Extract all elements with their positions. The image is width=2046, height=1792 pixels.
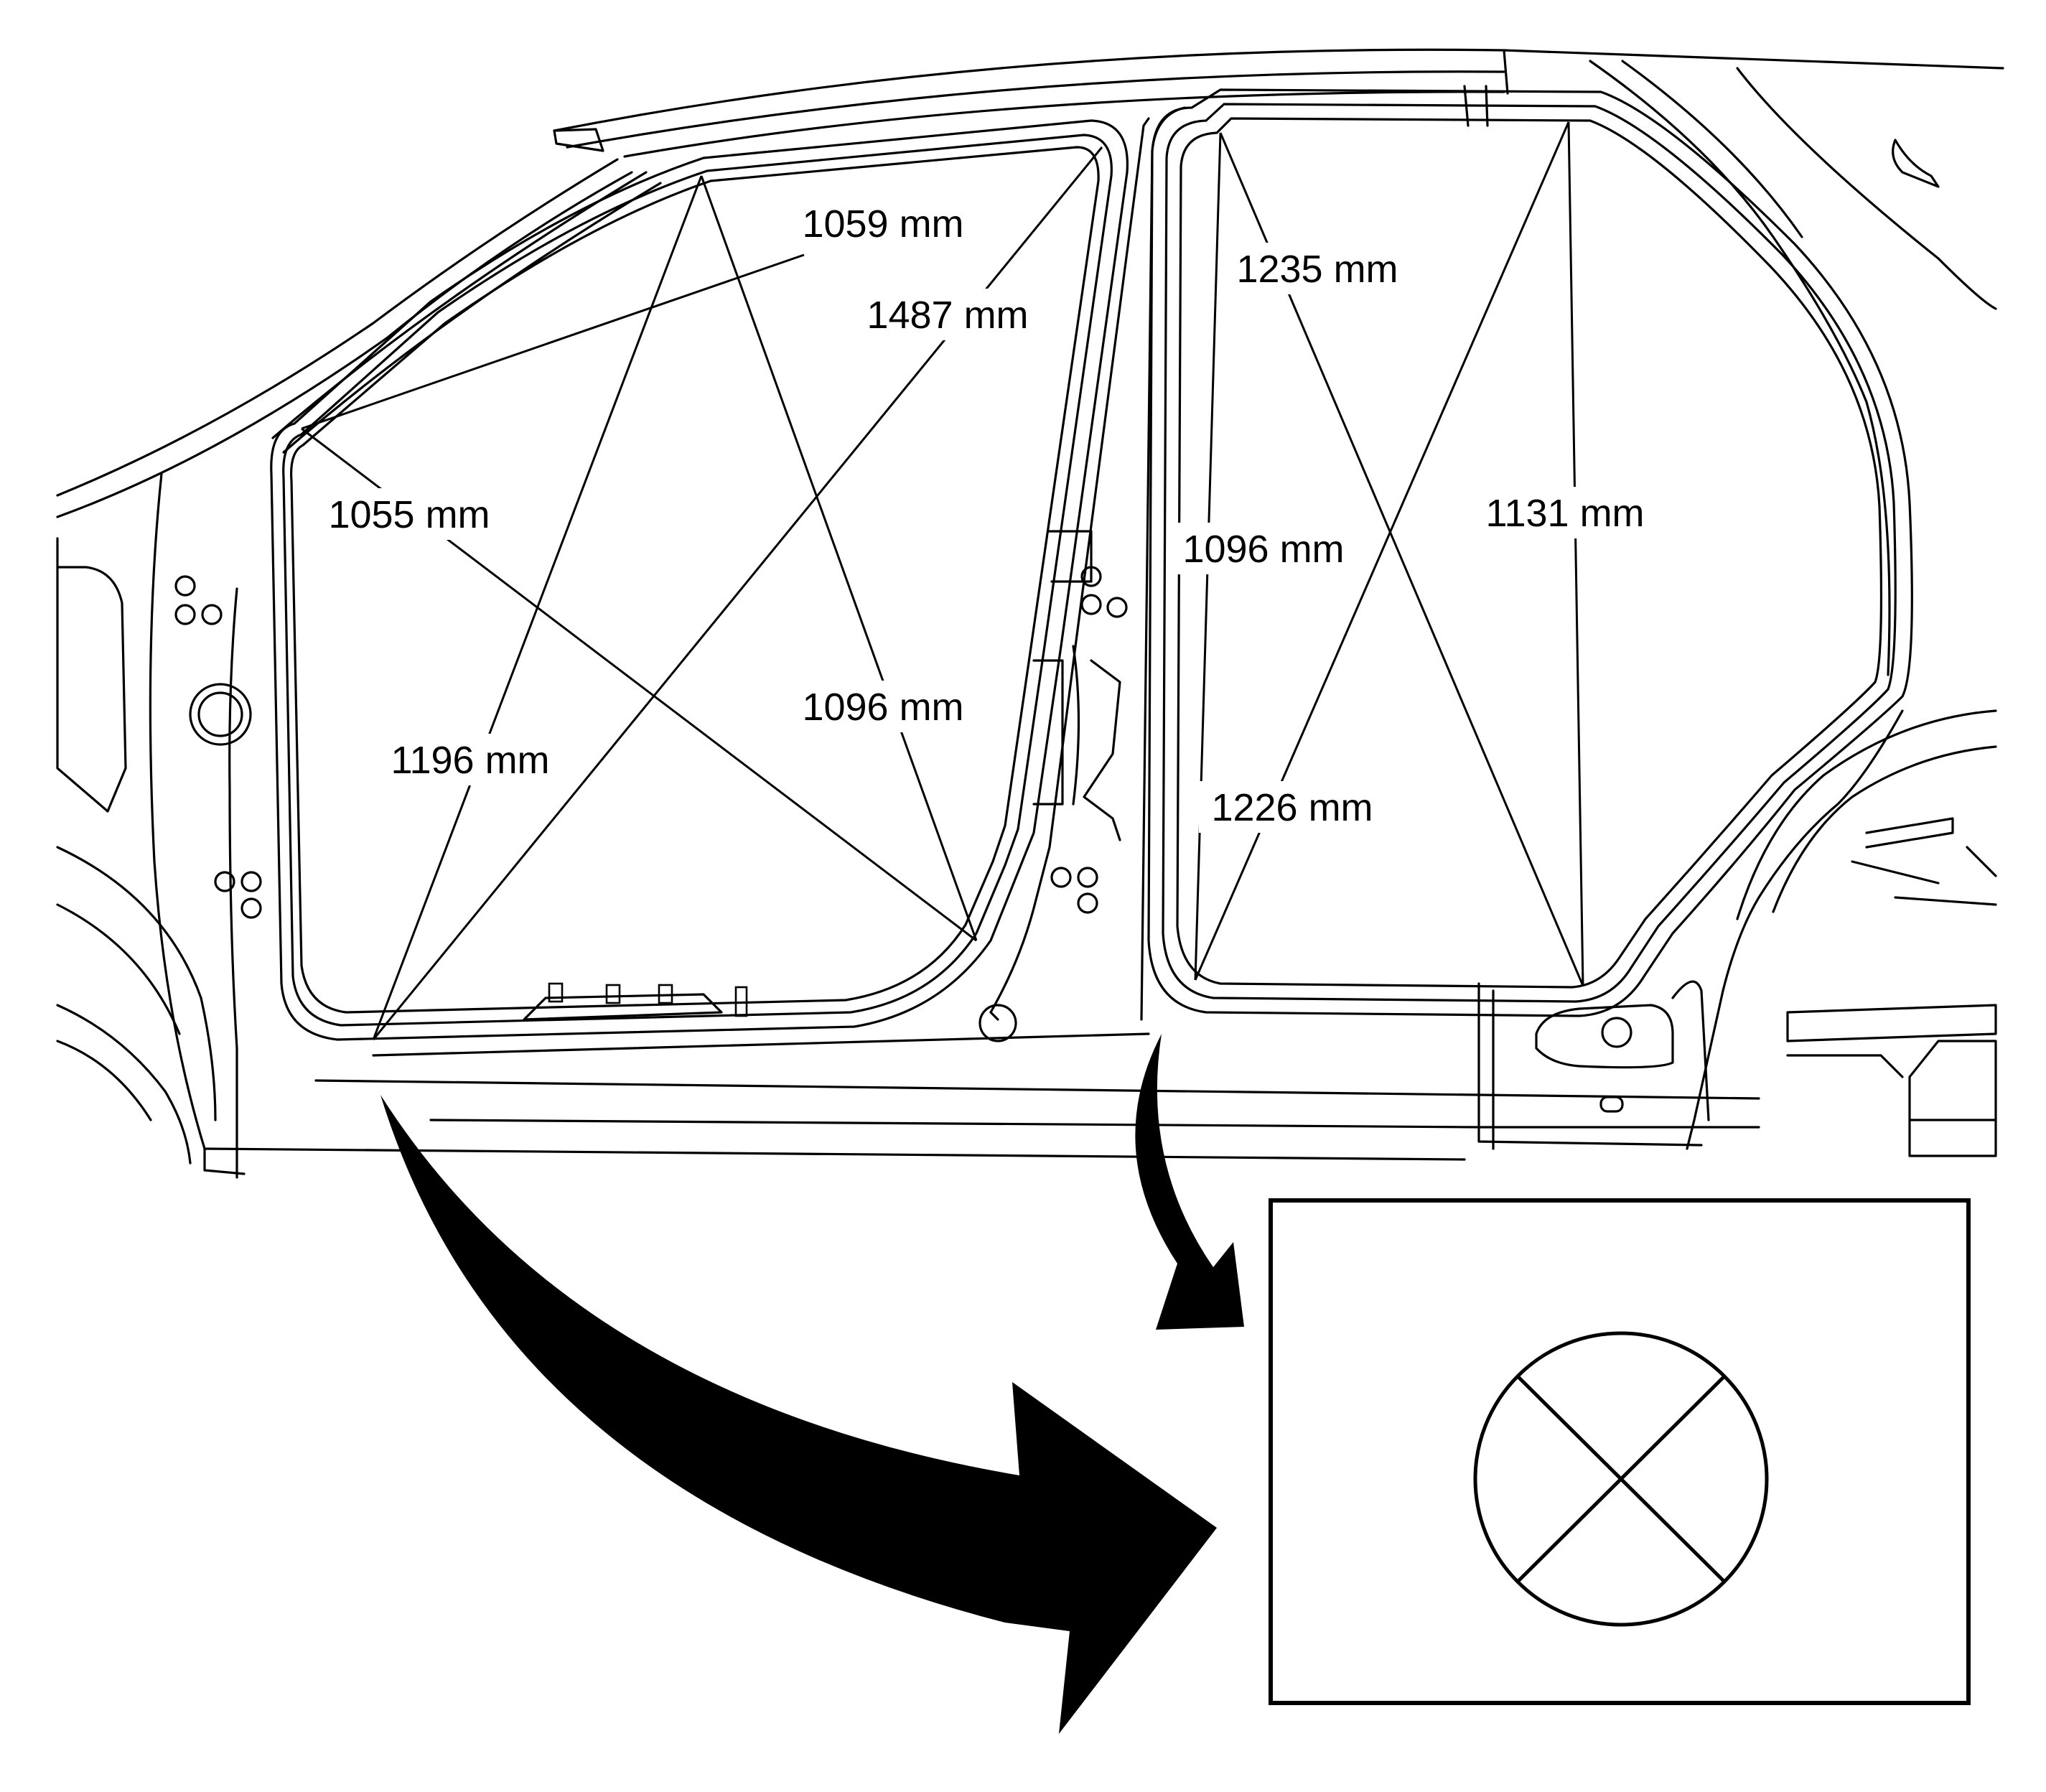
callout-arrows	[380, 1034, 1244, 1734]
front-1059-line	[301, 253, 805, 430]
large-callout-arrow-icon	[380, 1095, 1217, 1734]
rear-door-measurement-labels: 1235 mm 1096 mm 1131 mm 1226 mm	[1170, 243, 1658, 833]
rear-1235-label: 1235 mm	[1236, 248, 1398, 291]
front-1059-label: 1059 mm	[802, 202, 963, 246]
front-door-measurement-lines	[301, 146, 1103, 1040]
rear-1096-label: 1096 mm	[1182, 528, 1344, 571]
front-1196-label: 1196 mm	[391, 739, 549, 782]
front-1055-label: 1055 mm	[328, 493, 490, 536]
measuring-point-x-icon	[1473, 1331, 1769, 1627]
small-callout-arrow-icon	[1135, 1034, 1244, 1330]
detail-inset	[1269, 1198, 1971, 1705]
rear-1131-line	[1567, 121, 1584, 986]
front-1096-line	[700, 175, 978, 941]
rear-1226-line	[1194, 121, 1570, 981]
front-door-measurement-labels: 1059 mm 1487 mm 1055 mm 1096 mm 1196 mm	[316, 197, 1041, 785]
front-1487-label: 1487 mm	[866, 294, 1028, 337]
front-1096-label: 1096 mm	[802, 686, 963, 729]
vehicle-body-outline	[56, 48, 2004, 1179]
rear-1226-label: 1226 mm	[1211, 786, 1373, 829]
front-1196-line	[372, 175, 703, 1040]
rear-1131-label: 1131 mm	[1485, 492, 1644, 535]
